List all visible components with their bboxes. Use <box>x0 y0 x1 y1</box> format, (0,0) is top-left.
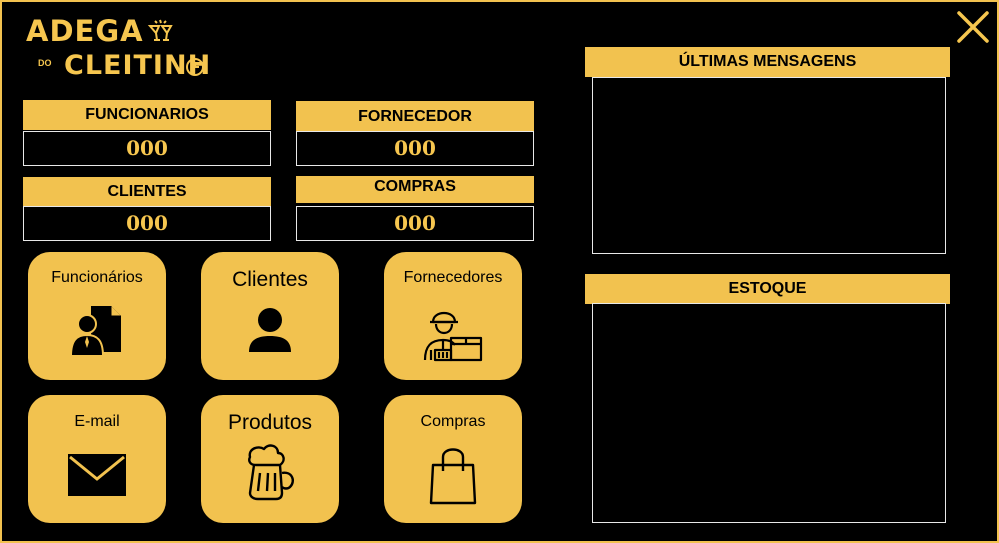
app-logo: ADEGA DO CLEITINH <box>22 12 212 84</box>
beer-mug-icon <box>248 444 294 501</box>
stat-fornecedor-value: 000 <box>296 131 534 166</box>
cheers-glasses-icon <box>147 19 173 41</box>
stat-funcionarios-value: 000 <box>23 131 271 166</box>
user-icon <box>249 308 291 352</box>
produtos-button[interactable]: Produtos <box>201 395 339 523</box>
stat-clientes-label: CLIENTES <box>23 177 271 207</box>
produtos-label: Produtos <box>227 411 313 434</box>
stat-compras-value: 000 <box>296 206 534 241</box>
supplier-icon <box>423 311 483 362</box>
close-icon[interactable] <box>956 10 990 44</box>
logo-small-text: DO <box>38 58 52 68</box>
logo-line-1: ADEGA <box>26 14 144 48</box>
email-button[interactable]: E-mail <box>28 395 166 523</box>
clientes-label: Clientes <box>232 268 308 291</box>
stock-panel[interactable] <box>592 303 946 523</box>
stat-fornecedor-label: FORNECEDOR <box>296 101 534 131</box>
stat-compras-label: COMPRAS <box>296 176 534 203</box>
clock-icon <box>186 58 204 76</box>
stock-panel-title: ESTOQUE <box>585 274 950 304</box>
messages-panel[interactable] <box>592 77 946 254</box>
compras-label: Compras <box>420 413 486 430</box>
employees-icon <box>69 306 121 357</box>
logo-line-2: CLEITINH <box>64 50 212 81</box>
stat-funcionarios-label: FUNCIONARIOS <box>23 100 271 130</box>
messages-panel-title: ÚLTIMAS MENSAGENS <box>585 47 950 77</box>
stat-clientes-value: 000 <box>23 206 271 241</box>
fornecedores-label: Fornecedores <box>403 269 503 286</box>
envelope-icon <box>68 454 126 496</box>
fornecedores-button[interactable]: Fornecedores <box>384 252 522 380</box>
clientes-button[interactable]: Clientes <box>201 252 339 380</box>
email-label: E-mail <box>74 413 120 430</box>
funcionarios-label: Funcionários <box>51 269 143 286</box>
funcionarios-button[interactable]: Funcionários <box>28 252 166 380</box>
shopping-bag-icon <box>429 448 477 505</box>
compras-button[interactable]: Compras <box>384 395 522 523</box>
